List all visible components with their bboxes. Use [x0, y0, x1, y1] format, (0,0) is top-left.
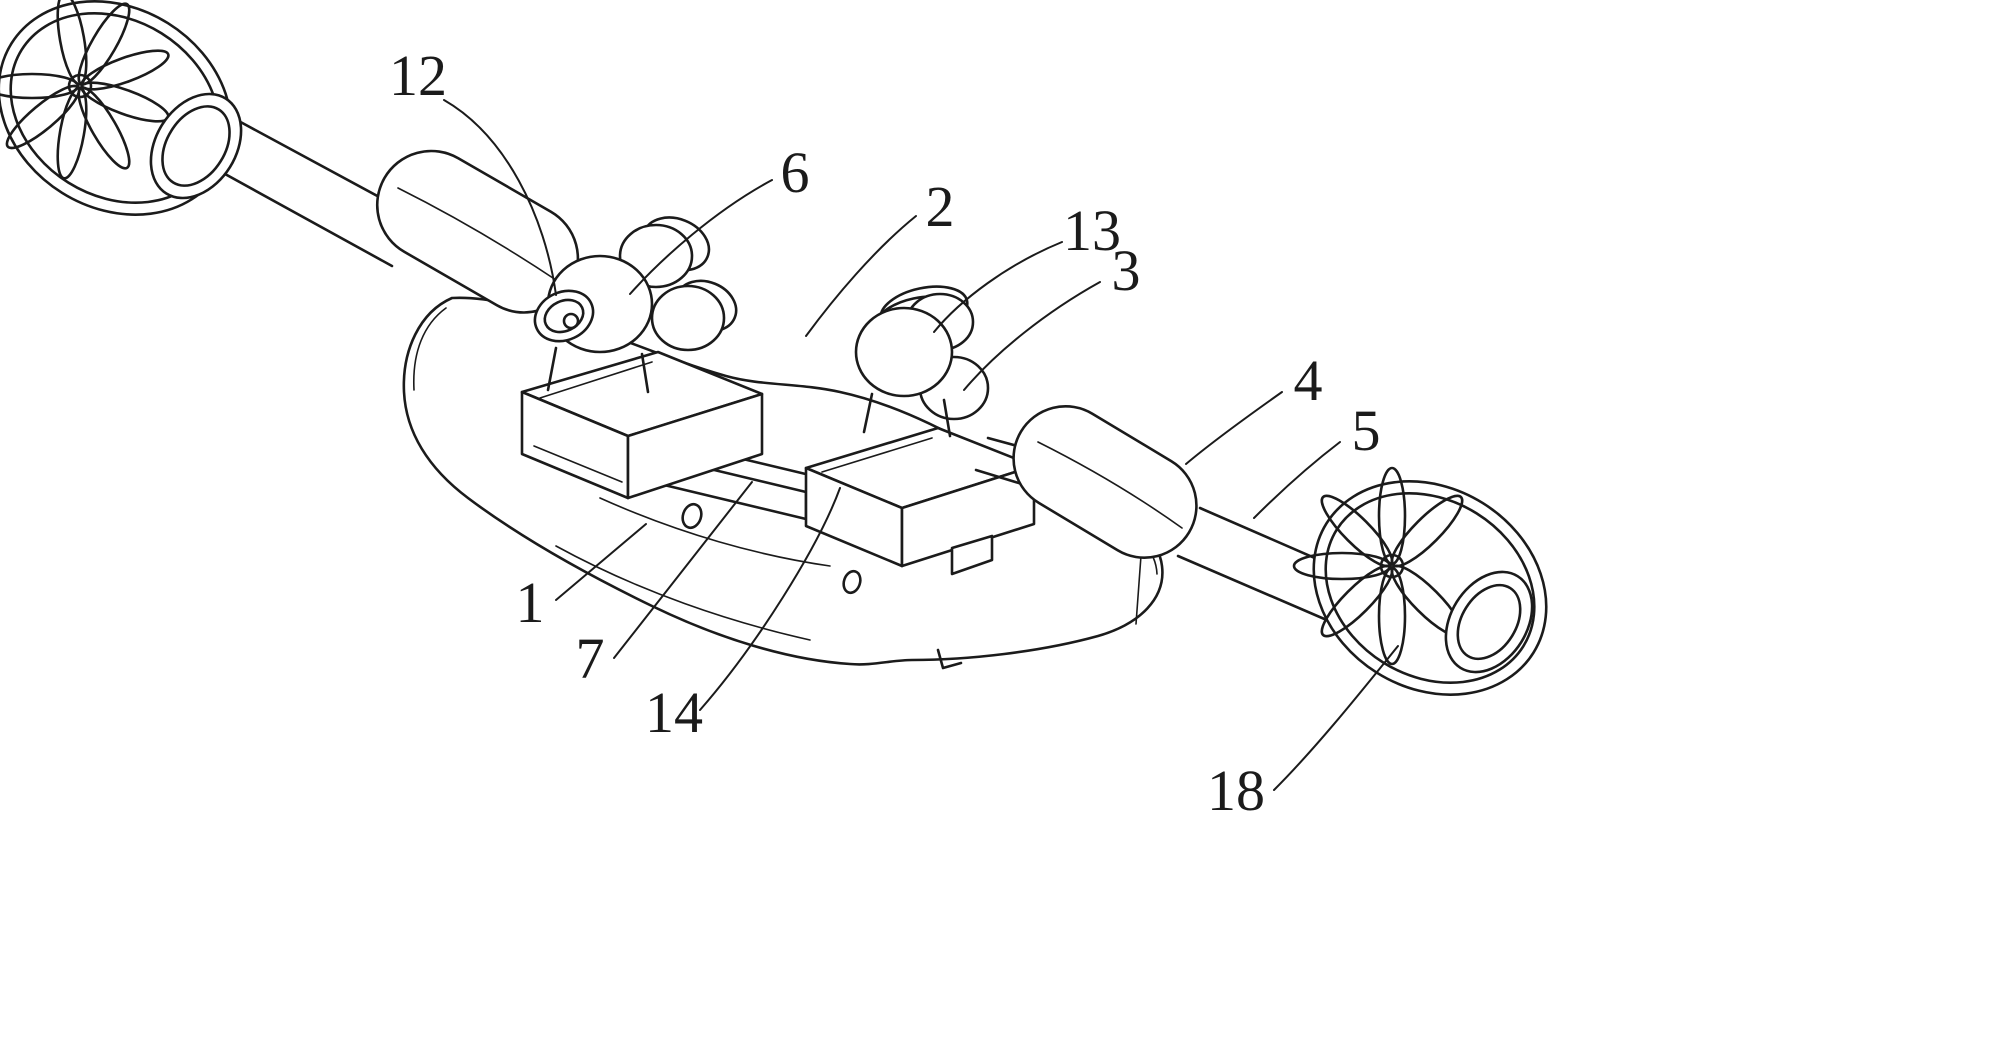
ref-label-6: 6: [781, 140, 810, 205]
right-knob-rim: [1444, 570, 1534, 674]
right-sleeve-capsule: [1012, 405, 1198, 559]
leader-7: [613, 481, 753, 659]
body-hole-left: [681, 502, 703, 530]
leader-3: [963, 281, 1101, 391]
leader-1: [555, 523, 647, 601]
leader-lines: [443, 99, 1399, 791]
right-clamp-head: [854, 285, 990, 438]
left-knob-rim-inner: [161, 105, 231, 187]
right-knob-hub: [1379, 553, 1405, 579]
ref-label-2: 2: [926, 174, 955, 239]
left-clamp-head: [533, 216, 738, 394]
right-knob-outline: [1312, 480, 1548, 696]
ref-label-18: 18: [1207, 758, 1265, 823]
ref-label-5: 5: [1352, 398, 1381, 463]
right-knob: [1292, 466, 1548, 696]
left-block-front-inner-line: [533, 445, 623, 483]
knurl-petal: [0, 72, 80, 100]
left-sleeve-highlight: [397, 187, 557, 281]
ref-label-7: 7: [576, 626, 605, 691]
left-head-stem-left: [546, 346, 558, 392]
right-head-stem-left: [862, 392, 874, 434]
ref-label-13: 13: [1063, 198, 1121, 263]
left-block-side-face: [626, 392, 764, 500]
right-block-top-inner-line: [821, 437, 933, 473]
ref-label-12: 12: [389, 43, 447, 108]
left-head-stem-right: [640, 352, 650, 394]
stub-lower-line: [974, 468, 1024, 486]
leader-12: [443, 99, 557, 296]
ref-label-3: 3: [1112, 238, 1141, 303]
left-knob: [0, 0, 243, 216]
pivot-hole-inner: [543, 298, 585, 334]
leader-6: [629, 179, 773, 295]
leader-14: [699, 487, 841, 711]
body-left-inner-arc: [413, 307, 447, 391]
leader-2: [805, 215, 917, 337]
knurl-petal: [1390, 494, 1464, 568]
ref-label-14: 14: [645, 680, 703, 745]
leader-13: [933, 241, 1063, 333]
left-shaft-lower-line: [194, 156, 394, 268]
rail-bottom-edge: [658, 482, 808, 521]
body-bottom-inner-edge: [555, 545, 811, 641]
right-shaft-lower-line: [1176, 554, 1338, 626]
right-knob-rim-inner: [1456, 583, 1522, 661]
right-clamp-block: [804, 426, 1036, 576]
left-knob-hub: [67, 73, 93, 99]
leader-5: [1253, 441, 1341, 519]
left-clamp-block: [520, 350, 764, 500]
right-block-tab: [950, 534, 994, 576]
left-knob-rim: [149, 92, 243, 200]
knurl-petal: [56, 86, 88, 180]
ref-labels: 12 6 2 13 3 4 5 1 7 14 18: [389, 43, 1381, 823]
ref-label-4: 4: [1294, 348, 1323, 413]
right-head-stem-right: [942, 398, 952, 438]
left-head-lobe-right: [650, 284, 726, 352]
ref-label-1: 1: [516, 570, 545, 635]
leader-18: [1273, 645, 1399, 791]
leader-4: [1185, 391, 1283, 465]
pivot-hole-bore: [562, 312, 580, 330]
left-block-top-inner-line: [539, 361, 653, 399]
right-head-main-lobe: [854, 306, 954, 398]
body-hole-right: [842, 569, 862, 595]
right-block-side-face: [900, 464, 1036, 568]
right-sleeve-highlight: [1037, 441, 1183, 529]
body-bottom-notch: [936, 648, 963, 670]
right-sleeve: [1012, 405, 1198, 559]
